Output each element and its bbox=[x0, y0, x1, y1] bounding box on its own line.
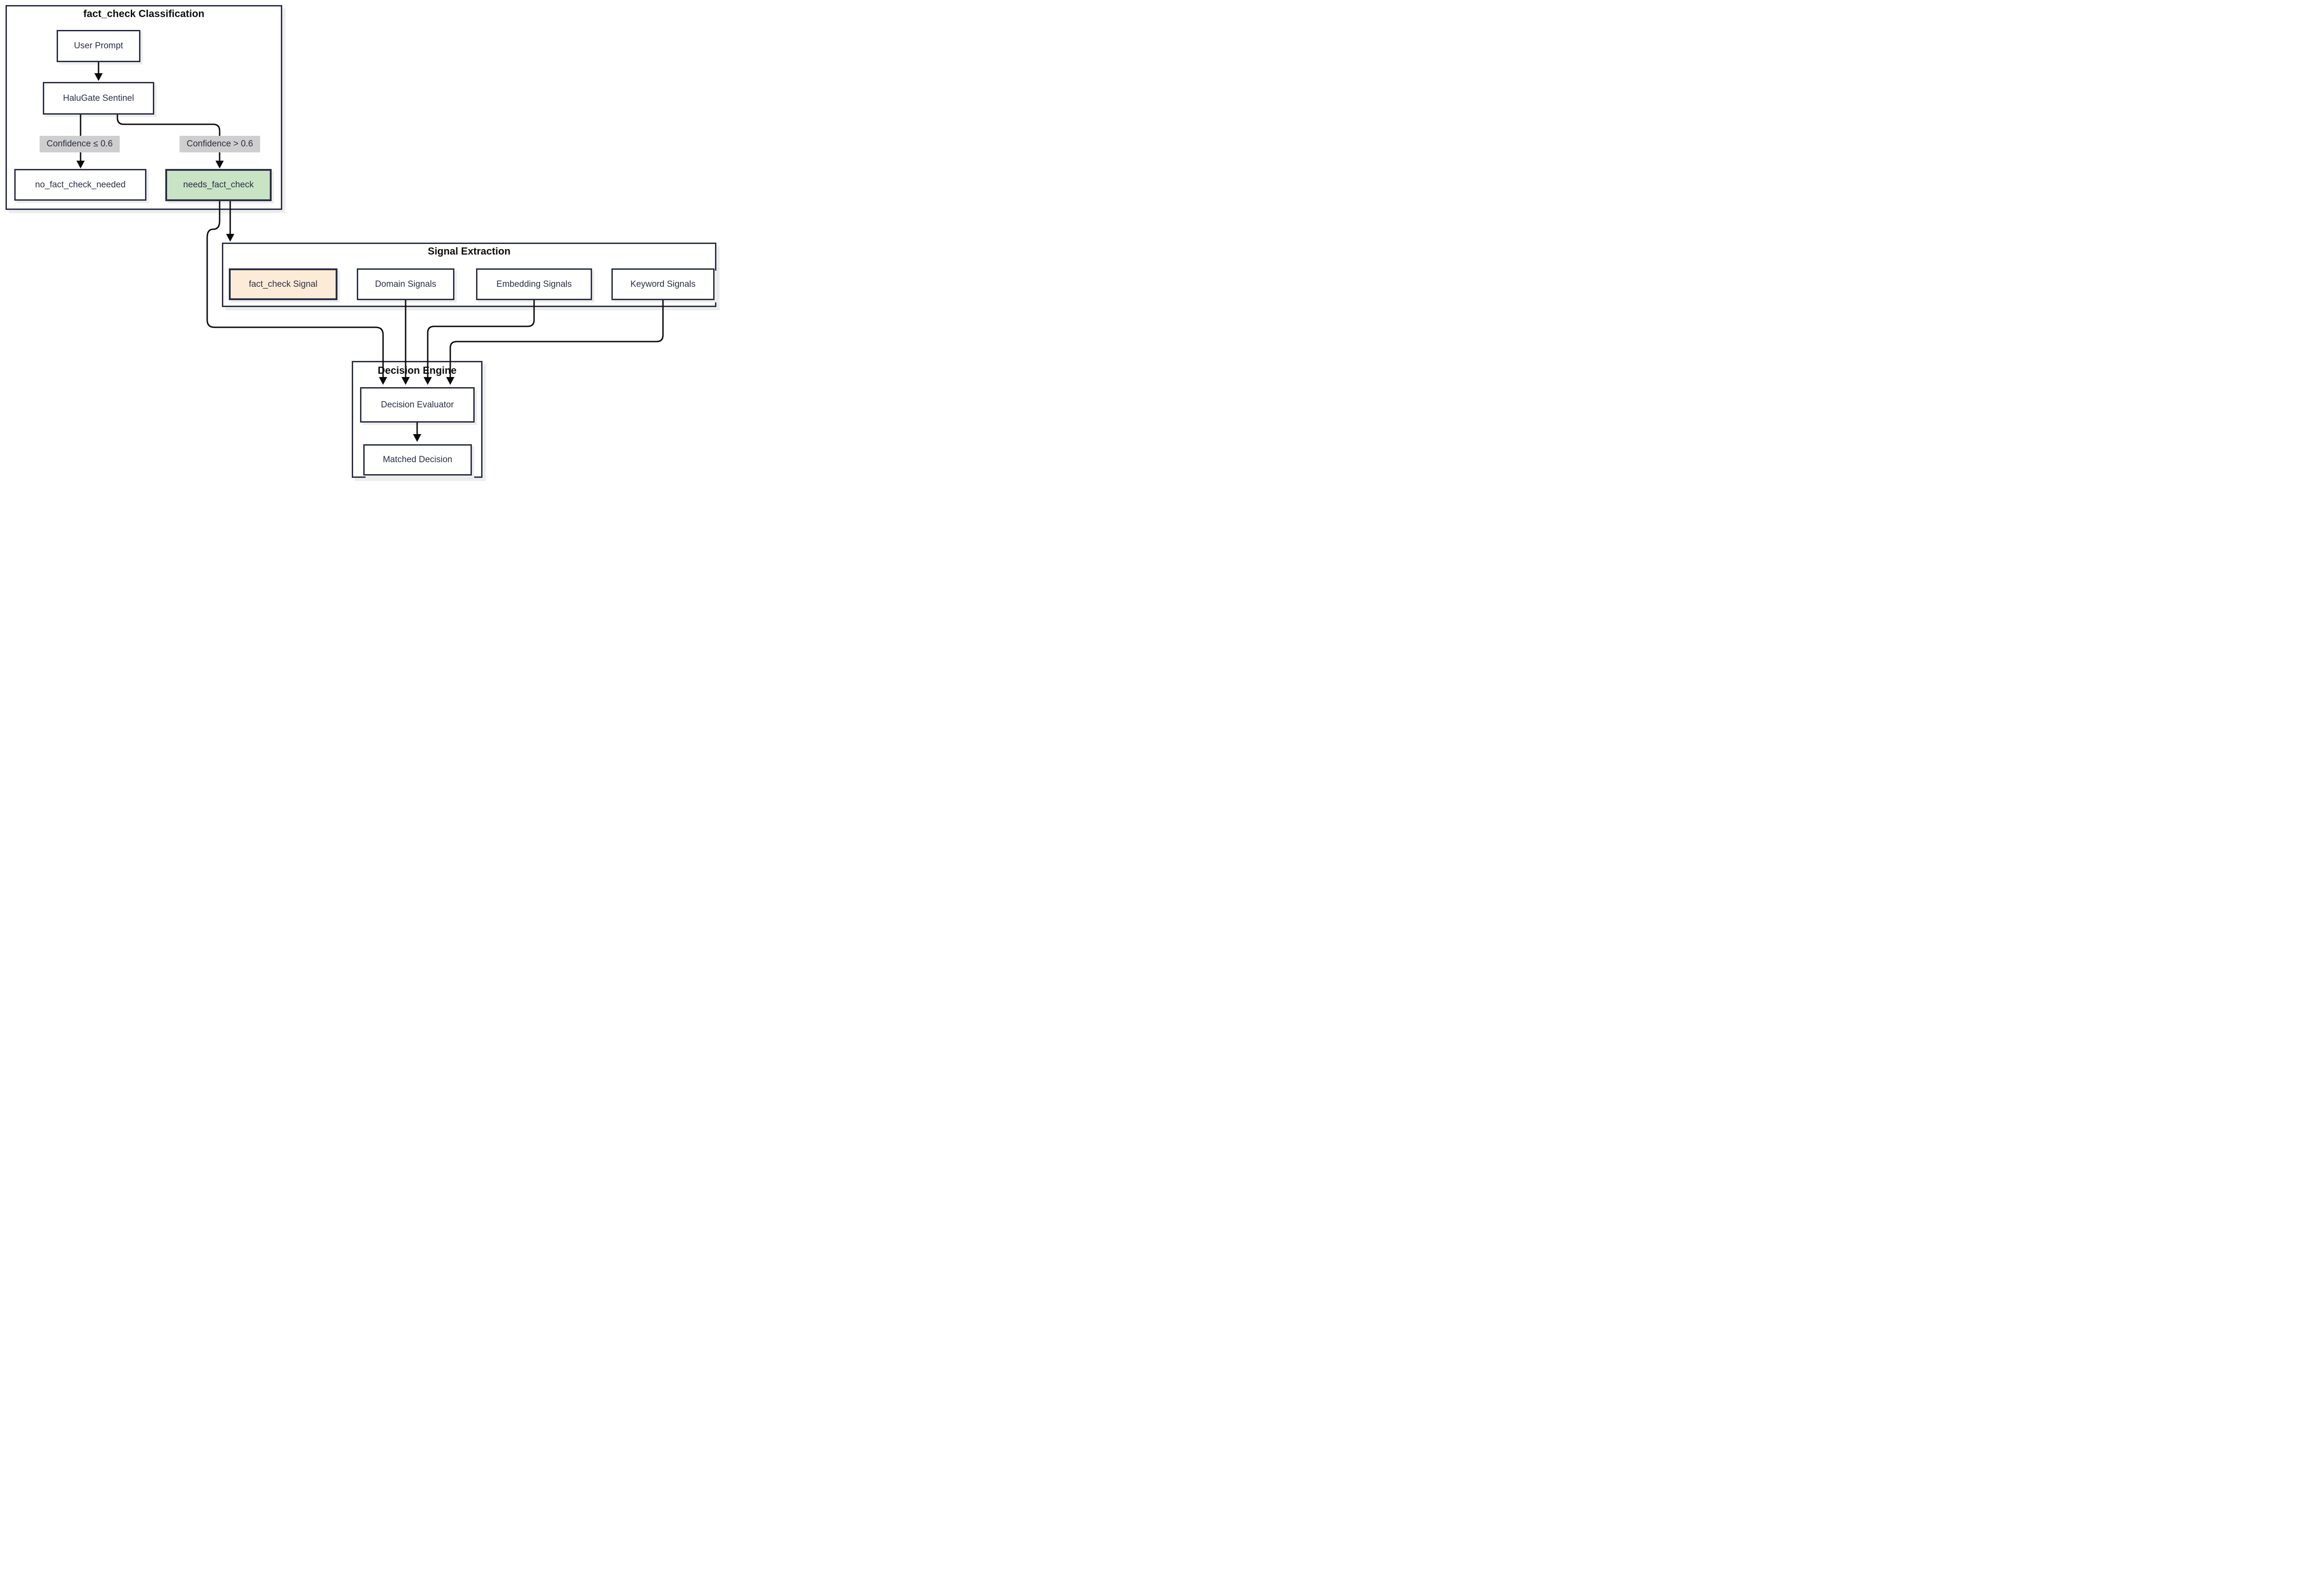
cluster-title-decision-engine: Decision Engine bbox=[378, 365, 457, 376]
node-needs-fact-check: needs_fact_check bbox=[165, 169, 272, 201]
cluster-title-fact-check-classification: fact_check Classification bbox=[83, 8, 204, 19]
edge-label-confidence-high: Confidence > 0.6 bbox=[180, 136, 260, 152]
node-decision-evaluator: Decision Evaluator bbox=[360, 387, 475, 423]
node-embedding-signals: Embedding Signals bbox=[476, 268, 592, 300]
node-fact-check-signal: fact_check Signal bbox=[229, 268, 337, 300]
arrowhead bbox=[226, 234, 234, 242]
cluster-title-signal-extraction: Signal Extraction bbox=[428, 245, 511, 257]
node-keyword-signals: Keyword Signals bbox=[611, 268, 715, 300]
edge-label-confidence-low: Confidence ≤ 0.6 bbox=[40, 136, 120, 152]
node-user-prompt: User Prompt bbox=[57, 30, 140, 62]
node-halugate-sentinel: HaluGate Sentinel bbox=[43, 82, 154, 115]
node-matched-decision: Matched Decision bbox=[363, 444, 472, 476]
flowchart: fact_check Classification Signal Extract… bbox=[0, 0, 722, 481]
node-no-fact-check-needed: no_fact_check_needed bbox=[14, 169, 146, 201]
node-domain-signals: Domain Signals bbox=[357, 268, 454, 300]
